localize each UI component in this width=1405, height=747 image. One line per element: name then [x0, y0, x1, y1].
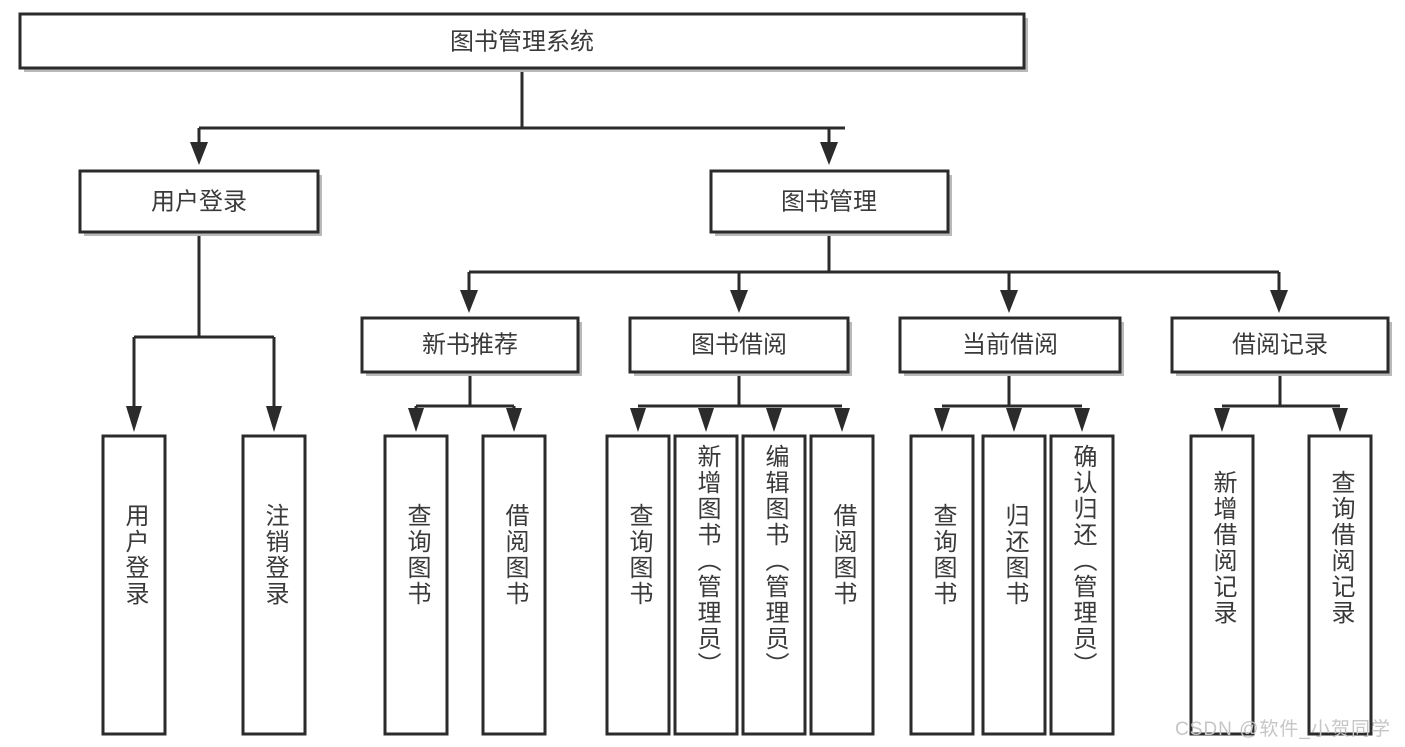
arrow-borrow-l3 — [766, 408, 782, 432]
arrow-borrow-l4 — [834, 408, 850, 432]
arrow-user-login-l2 — [266, 406, 282, 432]
node-new-recommend[interactable]: 新书推荐 — [360, 316, 582, 376]
leaf-box-query-book-3[interactable] — [909, 434, 975, 736]
node-book-manage-label: 图书管理 — [781, 188, 877, 215]
arrow-current-l1 — [934, 408, 950, 432]
arrow-to-borrow — [730, 290, 748, 313]
arrow-to-record — [1270, 290, 1288, 313]
node-root[interactable]: 图书管理系统 — [18, 12, 1028, 72]
arrow-current-l3 — [1074, 408, 1090, 432]
node-new-recommend-label: 新书推荐 — [422, 331, 518, 358]
node-book-borrow-label: 图书借阅 — [691, 331, 787, 358]
arrow-root-to-user-login — [190, 142, 208, 165]
arrow-to-current — [1000, 290, 1018, 313]
arrow-borrow-l1 — [630, 408, 646, 432]
node-book-borrow[interactable]: 图书借阅 — [628, 316, 852, 376]
leaf-box-edit-book-admin[interactable] — [741, 434, 807, 736]
leaf-rect-layer — [101, 434, 1373, 736]
arrow-new-rec-l2 — [506, 408, 522, 432]
leaf-box-query-record[interactable] — [1307, 434, 1373, 736]
arrow-record-l1 — [1214, 408, 1230, 432]
leaf-box-user-login[interactable] — [101, 434, 167, 736]
leaf-box-query-book-1[interactable] — [383, 434, 449, 736]
leaf-box-borrow-book-2[interactable] — [809, 434, 875, 736]
leaf-box-add-book-admin[interactable] — [673, 434, 739, 736]
arrow-new-rec-l1 — [408, 408, 424, 432]
arrow-current-l2 — [1006, 408, 1022, 432]
arrow-user-login-l1 — [126, 406, 142, 432]
node-root-label: 图书管理系统 — [450, 28, 594, 55]
leaf-box-confirm-return[interactable] — [1049, 434, 1115, 736]
watermark-text: CSDN @软件_小贺同学 — [1175, 719, 1391, 740]
node-borrow-record[interactable]: 借阅记录 — [1170, 316, 1392, 376]
node-user-login[interactable]: 用户登录 — [78, 169, 322, 236]
leaf-box-query-book-2[interactable] — [605, 434, 671, 736]
node-borrow-record-label: 借阅记录 — [1232, 331, 1328, 358]
leaf-box-logout-login[interactable] — [241, 434, 307, 736]
node-book-manage[interactable]: 图书管理 — [709, 169, 952, 236]
arrow-borrow-l2 — [698, 408, 714, 432]
leaf-box-add-record[interactable] — [1189, 434, 1255, 736]
node-layer: 图书管理系统 用户登录 图书管理 新书推荐 — [18, 12, 1392, 736]
arrow-root-to-book-manage — [820, 142, 838, 165]
node-current-borrow-label: 当前借阅 — [962, 331, 1058, 358]
node-user-login-label: 用户登录 — [151, 188, 247, 215]
leaf-box-borrow-book-1[interactable] — [481, 434, 547, 736]
leaf-box-return-book[interactable] — [981, 434, 1047, 736]
arrow-record-l2 — [1332, 408, 1348, 432]
edge-layer — [126, 68, 1348, 432]
node-current-borrow[interactable]: 当前借阅 — [898, 316, 1124, 376]
arrow-to-new-rec — [460, 290, 478, 313]
